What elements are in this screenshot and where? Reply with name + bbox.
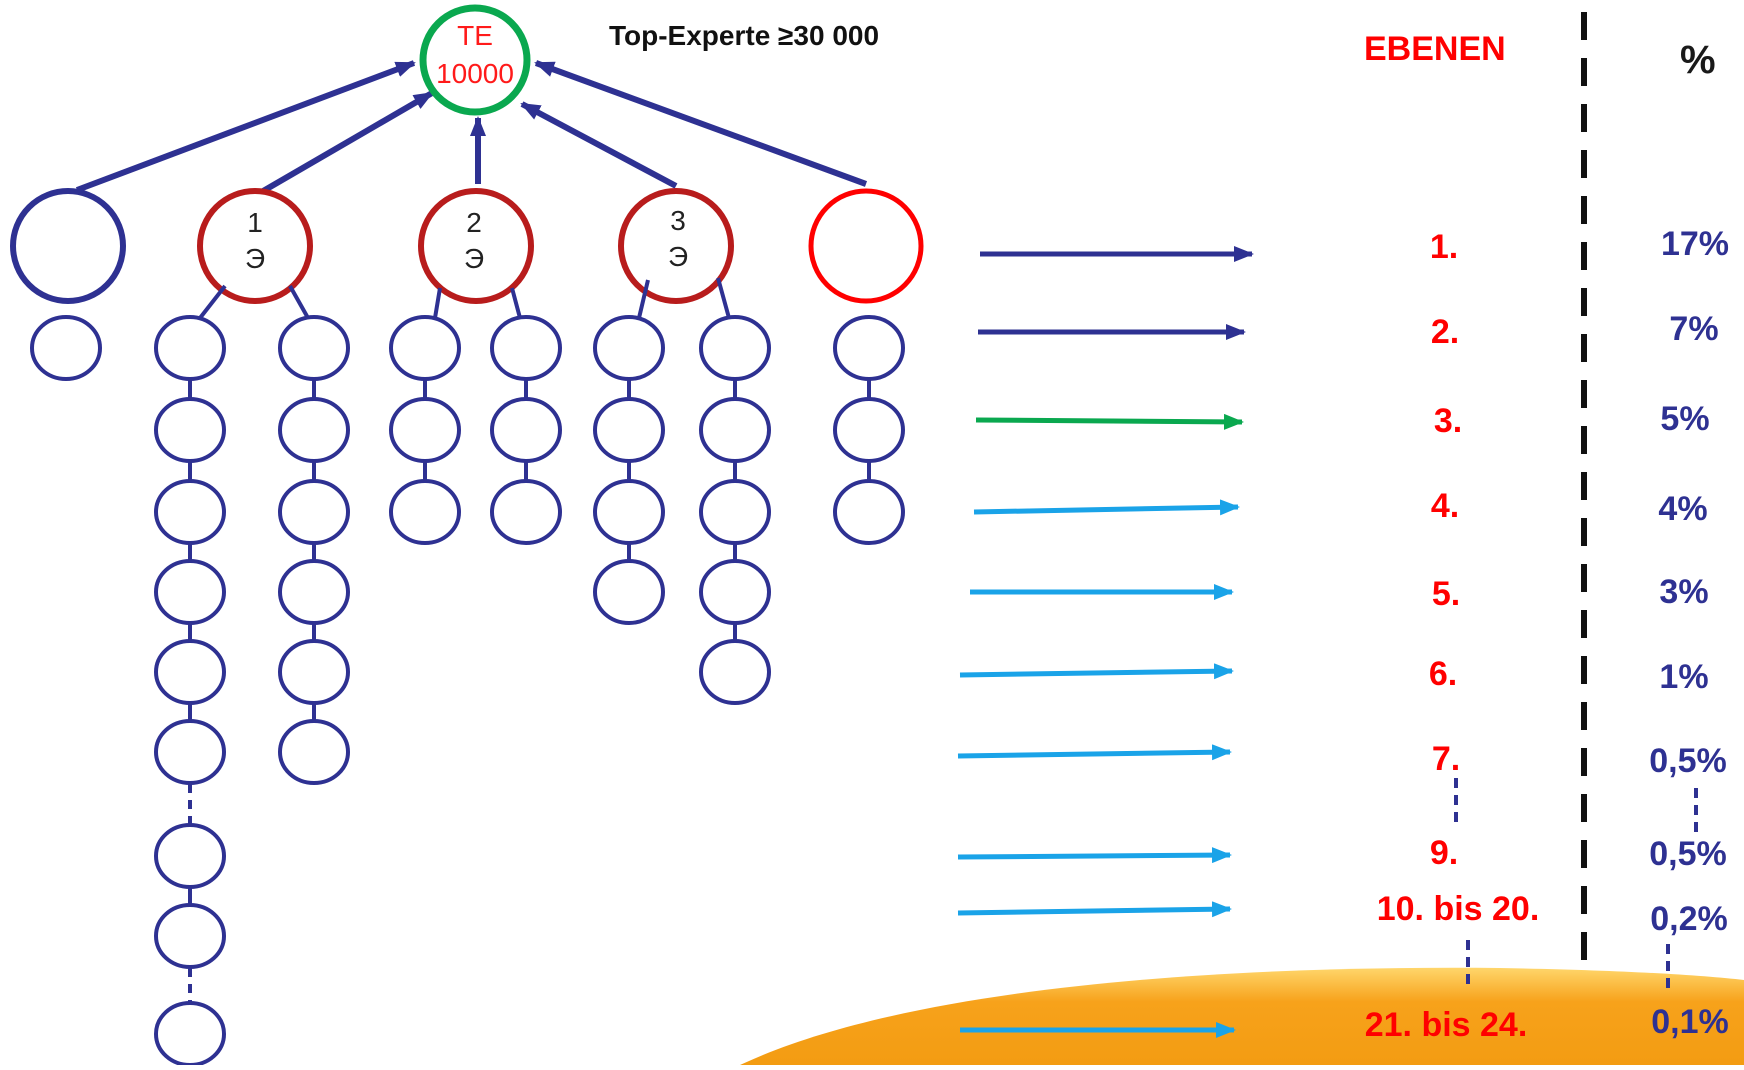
levels-header: EBENEN xyxy=(1364,30,1506,68)
top-node-label-line1: TE xyxy=(457,20,493,51)
downline-node xyxy=(154,397,226,463)
percent-header: % xyxy=(1680,38,1716,82)
chain-link xyxy=(510,287,522,319)
percent-label: 17% xyxy=(1660,225,1730,263)
expert-3-letter: Э xyxy=(667,241,689,272)
expert-node-3 xyxy=(618,188,734,304)
downline-node xyxy=(154,719,226,785)
expert-2-letter: Э xyxy=(463,243,485,274)
expert-3-number: 3 xyxy=(670,205,686,236)
sun-horizon xyxy=(740,967,1744,1065)
percent-label: 5% xyxy=(1660,400,1710,438)
level-arrow xyxy=(975,413,1244,430)
arrow-right-to-top xyxy=(534,60,868,187)
downline-node xyxy=(389,479,461,545)
level-arrow xyxy=(957,901,1232,918)
downline-node xyxy=(154,559,226,625)
percent-label: 0,5% xyxy=(1649,742,1727,780)
level-label: 2. xyxy=(1430,313,1460,351)
level-label: 4. xyxy=(1430,487,1460,525)
percent-label: 0,1% xyxy=(1651,1003,1729,1041)
downline-node xyxy=(833,315,905,381)
downline-node xyxy=(278,315,350,381)
downline-node xyxy=(154,823,226,889)
downline-node xyxy=(699,639,771,705)
downline-node xyxy=(699,397,771,463)
downline-node xyxy=(593,397,665,463)
downline-node xyxy=(593,559,665,625)
downline-node xyxy=(699,315,771,381)
downline-node xyxy=(278,719,350,785)
downline-node xyxy=(154,1001,226,1067)
arrow-left-to-top xyxy=(75,60,416,193)
downline-node xyxy=(490,397,562,463)
downline-node xyxy=(593,479,665,545)
downline-node xyxy=(30,315,102,381)
chain-link xyxy=(433,287,442,319)
downline-node xyxy=(833,397,905,463)
downline-node xyxy=(833,479,905,545)
level-label: 21. bis 24. xyxy=(1364,1006,1528,1044)
level-label: 9. xyxy=(1429,834,1459,872)
expert-node-2 xyxy=(418,188,534,304)
downline-node xyxy=(278,479,350,545)
chain-link xyxy=(637,279,650,319)
percent-label: 3% xyxy=(1659,573,1709,611)
downline-node xyxy=(490,315,562,381)
chain-link xyxy=(288,285,310,319)
percent-label: 7% xyxy=(1669,310,1719,348)
level-arrows xyxy=(957,246,1254,1038)
downline-node xyxy=(699,479,771,545)
expert-1-letter: Э xyxy=(244,243,266,274)
level-label: 10. bis 20. xyxy=(1376,890,1540,928)
top-arrows xyxy=(75,60,868,197)
downline-node xyxy=(699,559,771,625)
level-arrow xyxy=(959,663,1234,680)
top-expert-node xyxy=(419,4,531,116)
level-label: 3. xyxy=(1433,402,1463,440)
downline-node xyxy=(389,397,461,463)
arrow-expert3-to-top xyxy=(520,101,678,189)
partner-node-right xyxy=(808,188,924,304)
top-node-label-line2: 10000 xyxy=(436,58,514,89)
downline-node xyxy=(278,397,350,463)
downline-node xyxy=(154,315,226,381)
level-arrow xyxy=(973,499,1240,516)
downline-node xyxy=(154,639,226,705)
level-arrow xyxy=(957,847,1232,864)
percent-label: 1% xyxy=(1659,658,1709,696)
level-arrow xyxy=(957,744,1232,761)
chain-link xyxy=(198,284,227,320)
diagram-title: Top-Experte ≥30 000 xyxy=(609,20,880,51)
expert-node-1 xyxy=(197,188,313,304)
downline-node xyxy=(154,479,226,545)
percent-label: 4% xyxy=(1658,490,1708,528)
level-label: 1. xyxy=(1429,228,1459,266)
chain-link xyxy=(716,277,731,319)
downline-node xyxy=(389,315,461,381)
downline-node xyxy=(490,479,562,545)
downline-node xyxy=(154,903,226,969)
expert-2-number: 2 xyxy=(466,207,482,238)
level-label: 7. xyxy=(1431,740,1461,778)
percent-label: 0,5% xyxy=(1649,835,1727,873)
continuation-marks xyxy=(1454,778,1698,992)
level-label: 5. xyxy=(1431,575,1461,613)
partner-node-left xyxy=(10,188,126,304)
expert-1-number: 1 xyxy=(247,207,263,238)
percent-label: 0,2% xyxy=(1650,900,1728,938)
downline-node xyxy=(278,559,350,625)
downline-chains xyxy=(30,277,905,1067)
level-label: 6. xyxy=(1428,655,1458,693)
downline-node xyxy=(593,315,665,381)
arrow-expert1-to-top xyxy=(256,90,434,197)
downline-node xyxy=(278,639,350,705)
